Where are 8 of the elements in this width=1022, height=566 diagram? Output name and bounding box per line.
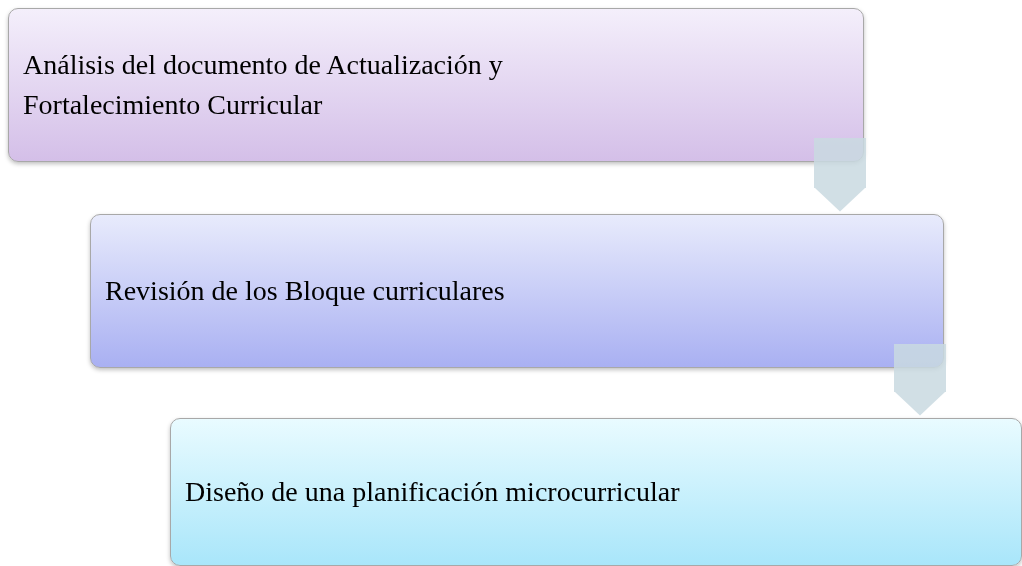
process-box	[170, 418, 1022, 566]
step-text: Revisión de los Bloque curriculares	[105, 274, 506, 308]
step-text: Análisis del documento de Actualización y Fortalecimiento Curricular	[23, 48, 504, 122]
process-box	[90, 214, 944, 368]
step-text: Diseño de una planificación microcurricular	[185, 475, 681, 509]
down-arrow	[814, 138, 866, 212]
down-arrow	[894, 344, 946, 416]
process-box	[8, 8, 864, 162]
